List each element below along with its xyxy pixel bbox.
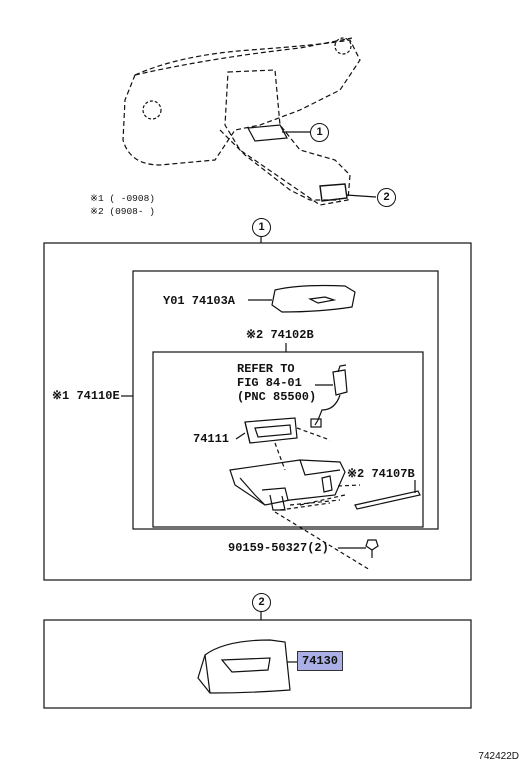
part-74103a bbox=[271, 284, 356, 313]
label-74111[interactable]: 74111 bbox=[193, 432, 230, 446]
dashboard-upper bbox=[134, 37, 353, 76]
right-vent bbox=[334, 37, 352, 55]
part-74107b bbox=[354, 490, 421, 510]
label-74130[interactable]: 74130 bbox=[297, 651, 344, 671]
section-1-frame bbox=[43, 242, 472, 581]
label-74110e[interactable]: ※1 74110E bbox=[52, 389, 120, 403]
center-stack bbox=[224, 69, 351, 206]
label-90159-50327[interactable]: 90159-50327(2) bbox=[228, 541, 329, 555]
leader-2 bbox=[345, 194, 377, 198]
section-1-marker[interactable]: 1 bbox=[252, 218, 271, 237]
console-lower bbox=[219, 129, 340, 201]
part-harness bbox=[332, 369, 348, 396]
section-2-marker[interactable]: 2 bbox=[252, 593, 271, 612]
console-box-2 bbox=[319, 183, 348, 202]
left-vent bbox=[142, 100, 162, 120]
reference-code: 742422D bbox=[478, 751, 519, 762]
label-74103a[interactable]: Y01 74103A bbox=[163, 294, 236, 308]
part-74130 bbox=[197, 639, 291, 694]
refer-note-line-1: REFER TO bbox=[237, 362, 295, 376]
tray-outline bbox=[247, 124, 288, 142]
part-bolt bbox=[365, 539, 379, 551]
dashboard-outline bbox=[122, 39, 361, 166]
refer-note-line-3: (PNC 85500) bbox=[237, 390, 317, 404]
refer-note-line-2[interactable]: FIG 84-01 bbox=[237, 376, 302, 390]
note-2: ※2 (0908- ) bbox=[90, 206, 155, 217]
part-74111 bbox=[244, 417, 298, 444]
label-74107b[interactable]: ※2 74107B bbox=[347, 467, 415, 481]
callout-1-top[interactable]: 1 bbox=[310, 123, 329, 142]
section-2-frame bbox=[43, 619, 472, 709]
assembly-74102b-frame bbox=[152, 351, 424, 528]
note-1: ※1 ( -0908) bbox=[90, 193, 155, 204]
assembly-74110e-frame bbox=[132, 270, 439, 530]
label-74102b[interactable]: ※2 74102B bbox=[246, 328, 314, 342]
callout-2-top[interactable]: 2 bbox=[377, 188, 396, 207]
part-bracket bbox=[229, 459, 346, 506]
